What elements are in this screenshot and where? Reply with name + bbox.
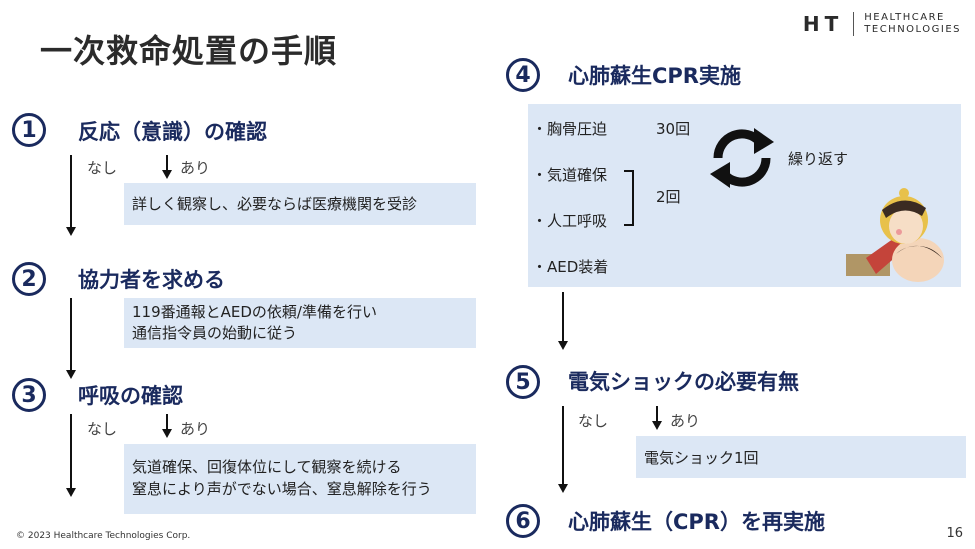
step-2-title: 協力者を求める [78, 268, 225, 292]
page-number: 16 [946, 526, 963, 541]
cpr-item-aed: ・AED装着 [532, 258, 609, 276]
step-1-yes-arrowhead [162, 170, 172, 179]
step-3-yes-label: あり [180, 420, 211, 438]
count-30: 30回 [656, 120, 691, 138]
step-6-title: 心肺蘇生（CPR）を再実施 [568, 510, 825, 534]
cpr-item-compression: ・胸骨圧迫 [532, 120, 608, 138]
copyright-footer: © 2023 Healthcare Technologies Corp. [16, 531, 191, 541]
bracket [624, 170, 634, 226]
step-1-box-text: 詳しく観察し、必要ならば医療機関を受診 [132, 195, 418, 213]
repeat-label: 繰り返す [788, 150, 849, 168]
step-2-line [70, 298, 72, 370]
step-4-title: 心肺蘇生CPR実施 [568, 64, 741, 88]
repeat-cycle-icon [710, 128, 774, 188]
step-1-yes-label: あり [180, 159, 211, 177]
step-2-box-line-2: 通信指令員の始動に従う [132, 324, 298, 342]
step-4-number: 4 [506, 58, 540, 92]
step-5-no-arrowhead [558, 484, 568, 493]
step-4-arrowhead [558, 341, 568, 350]
step-5-number: 5 [506, 365, 540, 399]
step-1-no-line [70, 155, 72, 227]
cpr-item-airway: ・気道確保 [532, 166, 608, 184]
step-2-box-line-1: 119番通報とAEDの依頼/準備を行い [132, 303, 377, 321]
step-1-no-arrowhead [66, 227, 76, 236]
step-1-number: 1 [12, 113, 46, 147]
step-2-arrowhead [66, 370, 76, 379]
step-1-title: 反応（意識）の確認 [78, 120, 267, 144]
step-3-no-label: なし [87, 420, 118, 438]
logo-text: HEALTHCARE TECHNOLOGIES [854, 12, 961, 36]
step-5-box: 電気ショック1回 [636, 436, 966, 478]
logo-line-2: TECHNOLOGIES [864, 24, 961, 35]
step-5-title: 電気ショックの必要有無 [568, 370, 799, 394]
step-3-no-arrowhead [66, 488, 76, 497]
logo-line-1: HEALTHCARE [864, 12, 945, 23]
step-3-no-line [70, 414, 72, 488]
company-logo: HT HEALTHCARE TECHNOLOGIES [803, 12, 961, 36]
step-3-box-line-2: 窒息により声がでない場合、窒息解除を行う [132, 480, 432, 498]
step-6-number: 6 [506, 504, 540, 538]
step-2-number: 2 [12, 262, 46, 296]
step-3-yes-arrowhead [162, 429, 172, 438]
step-3-number: 3 [12, 378, 46, 412]
count-2: 2回 [656, 188, 681, 206]
rescue-breathing-illustration [846, 188, 944, 282]
step-5-no-line [562, 406, 564, 484]
step-5-yes-line [656, 406, 658, 422]
step-3-box-line-1: 気道確保、回復体位にして観察を続ける [132, 458, 402, 476]
step-2-box: 119番通報とAEDの依頼/準備を行い 通信指令員の始動に従う [124, 298, 476, 348]
step-1-yes-line [166, 155, 168, 171]
step-5-yes-arrowhead [652, 421, 662, 430]
step-1-no-label: なし [87, 159, 118, 177]
step-1-box: 詳しく観察し、必要ならば医療機関を受診 [124, 183, 476, 225]
step-5-no-label: なし [578, 412, 609, 430]
step-3-title: 呼吸の確認 [78, 384, 183, 408]
step-4-line [562, 292, 564, 342]
step-3-yes-line [166, 414, 168, 430]
page-title: 一次救命処置の手順 [40, 32, 338, 70]
step-5-box-text: 電気ショック1回 [644, 449, 759, 467]
logo-mark: HT [803, 12, 855, 36]
step-3-box: 気道確保、回復体位にして観察を続ける 窒息により声がでない場合、窒息解除を行う [124, 444, 476, 514]
cpr-item-rescue-breathing: ・人工呼吸 [532, 212, 608, 230]
step-5-yes-label: あり [670, 412, 701, 430]
